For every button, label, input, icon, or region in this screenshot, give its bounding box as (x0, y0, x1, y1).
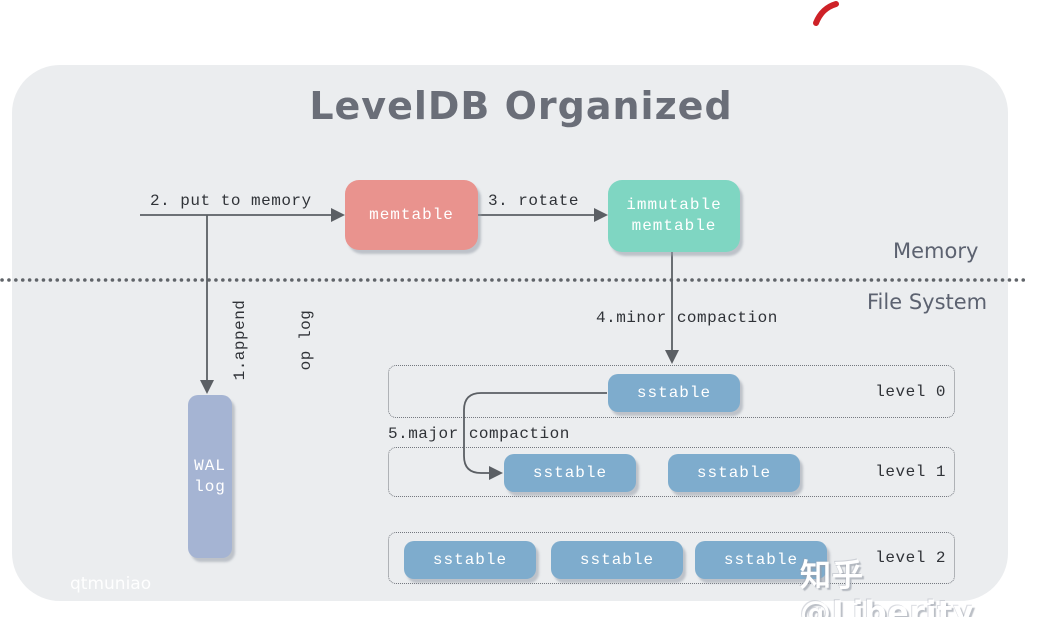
site-watermark: 知乎 @Liberity (800, 558, 975, 617)
immutable-memtable-label-line2: memtable (631, 217, 717, 235)
level-2-label: level 2 (875, 549, 946, 567)
step-append-oplog-label: 1.append op log (185, 295, 315, 385)
diagram-panel (12, 65, 1008, 601)
append-oplog-arrow (200, 215, 214, 394)
sstable-node: sstable (668, 454, 800, 492)
memory-region-label: Memory (893, 239, 979, 263)
sstable-label: sstable (579, 551, 655, 569)
sstable-label: sstable (723, 551, 799, 569)
sstable-node: sstable (504, 454, 636, 492)
step-major-compaction-label: 5.major compaction (388, 425, 570, 443)
sstable-label: sstable (532, 464, 608, 482)
level-0-label: level 0 (875, 382, 946, 401)
immutable-memtable-node: immutable memtable (608, 180, 740, 252)
step-rotate-label: 3. rotate (488, 192, 579, 210)
step-append-line1: 1.append (231, 299, 249, 381)
minor-compaction-arrow (665, 252, 679, 364)
memtable-node: memtable (345, 180, 478, 250)
rotate-arrow (478, 208, 608, 222)
level-1-box: sstable sstable level 1 (388, 447, 955, 497)
sstable-label: sstable (696, 464, 772, 482)
wal-log-label-line1: WAL (194, 456, 226, 475)
author-watermark: qtmuniao (70, 574, 152, 594)
level-0-box: sstable level 0 (388, 365, 955, 418)
step-append-line2: op log (297, 309, 315, 371)
step-minor-compaction-label: 4.minor compaction (596, 309, 778, 327)
level-1-label: level 1 (875, 463, 946, 481)
put-to-memory-arrow (140, 208, 345, 222)
red-pen-stroke-icon (813, 1, 839, 26)
sstable-node: sstable (551, 541, 683, 579)
level-2-box: sstable sstable sstable level 2 (388, 532, 955, 584)
step-put-to-memory-label: 2. put to memory (150, 192, 312, 210)
sstable-label: sstable (636, 384, 712, 402)
memtable-label: memtable (369, 205, 454, 224)
sstable-node: sstable (404, 541, 536, 579)
wal-log-label-line2: log (194, 477, 226, 496)
sstable-node: sstable (608, 374, 740, 412)
major-compaction-arrow (463, 392, 607, 480)
diagram-title: LevelDB Organized (309, 84, 733, 128)
wal-log-node: WAL log (188, 395, 232, 558)
immutable-memtable-label-line1: immutable (626, 196, 722, 214)
sstable-label: sstable (432, 551, 508, 569)
sstable-node: sstable (695, 541, 827, 579)
file-system-region-label: File System (867, 290, 988, 314)
